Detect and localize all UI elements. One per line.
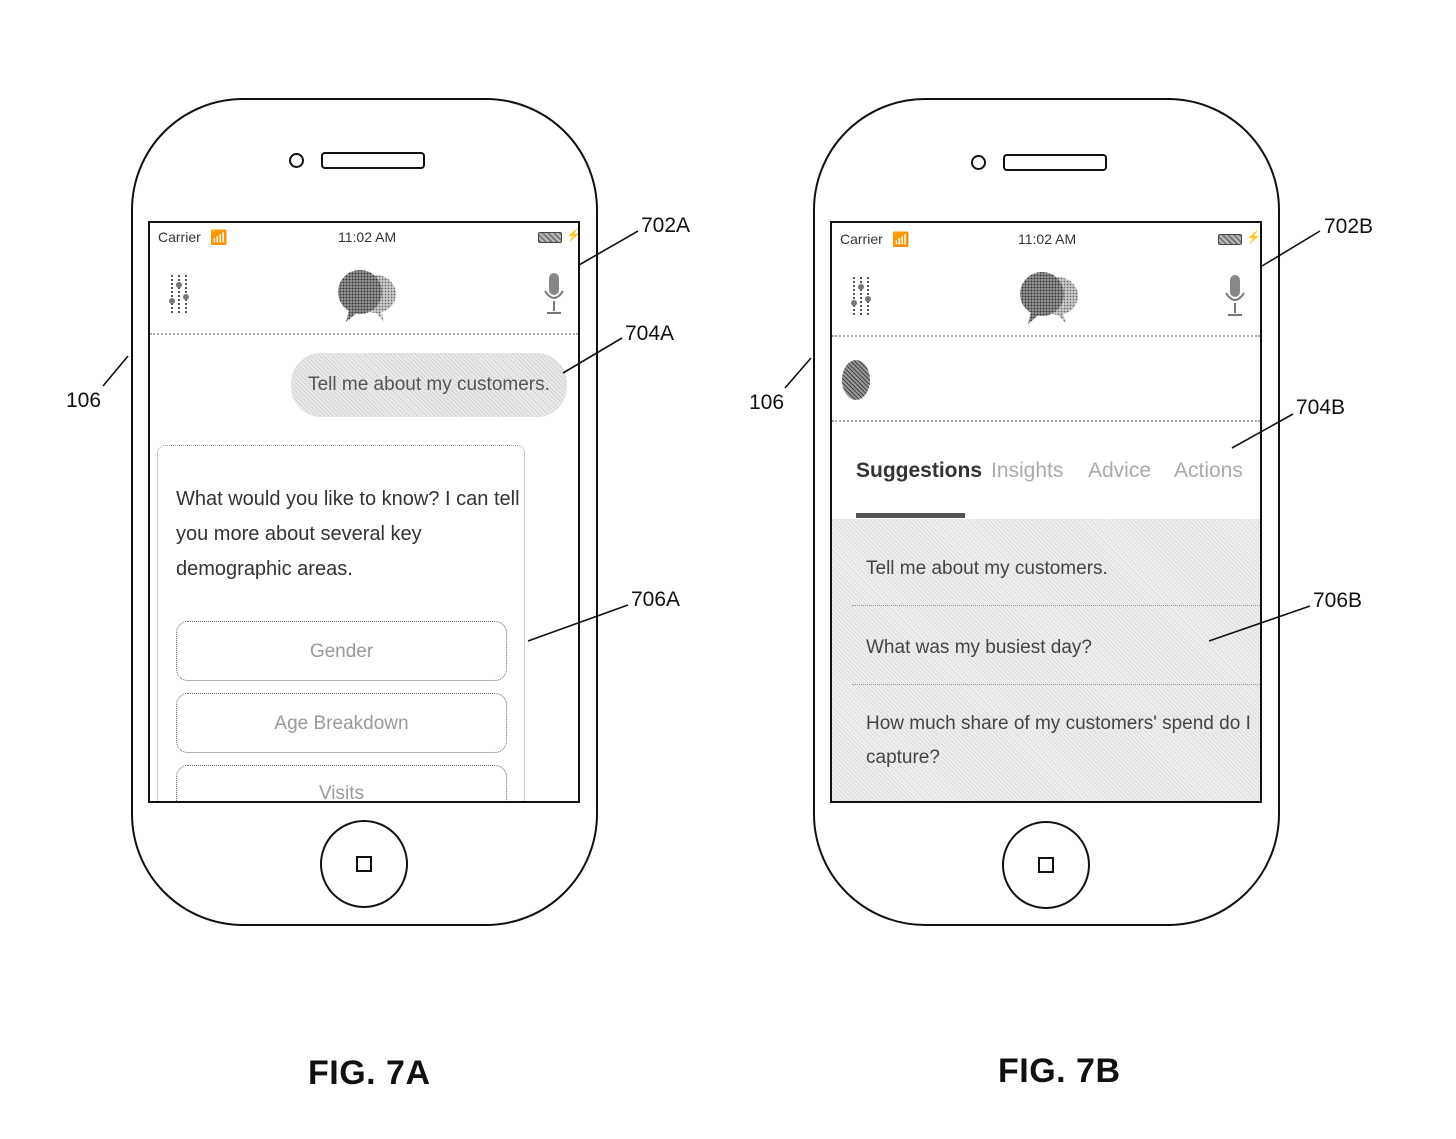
suggestion-divider xyxy=(852,684,1260,685)
charging-icon: ⚡ xyxy=(566,228,580,242)
response-line: What would you like to know? I can tell xyxy=(176,488,520,510)
wifi-icon: 📶 xyxy=(892,231,910,247)
home-button[interactable] xyxy=(320,820,408,908)
microphone-icon[interactable] xyxy=(542,271,566,317)
front-camera xyxy=(289,153,304,168)
suggestion-item[interactable]: What was my busiest day? xyxy=(866,637,1092,658)
leader-line xyxy=(578,230,639,266)
suggestion-item[interactable]: How much share of my customers' spend do… xyxy=(866,707,1260,775)
ref-label-device: 106 xyxy=(66,389,102,412)
ref-label-screen: 702A xyxy=(641,214,691,237)
front-camera xyxy=(971,155,986,170)
screen-7b: Carrier 📶 11:02 AM ⚡ Suggestions Insight… xyxy=(830,221,1262,803)
suggestion-item[interactable]: Tell me about my customers. xyxy=(866,558,1108,579)
app-logo-icon xyxy=(1020,272,1078,324)
header-divider xyxy=(150,333,578,335)
message-divider xyxy=(832,420,1260,422)
status-time: 11:02 AM xyxy=(338,229,397,245)
response-text: What would you like to know? I can tell … xyxy=(176,482,521,587)
home-button-icon xyxy=(356,856,372,872)
header-divider xyxy=(832,335,1260,337)
response-line: you more about several key xyxy=(176,523,422,545)
microphone-icon[interactable] xyxy=(1223,273,1247,319)
leader-line xyxy=(1208,605,1311,642)
suggestion-line: capture? xyxy=(866,747,940,768)
tab-advice[interactable]: Advice xyxy=(1088,459,1152,482)
tab-insights[interactable]: Insights xyxy=(991,459,1064,482)
battery-icon xyxy=(538,232,562,243)
app-logo-icon xyxy=(338,270,396,322)
ref-label-device: 106 xyxy=(749,391,785,414)
settings-sliders-icon[interactable] xyxy=(166,273,192,315)
response-card: What would you like to know? I can tell … xyxy=(157,445,525,801)
option-button-gender[interactable]: Gender xyxy=(176,621,507,681)
leader-line xyxy=(1261,230,1321,267)
user-message-bubble: Tell me about my customers. xyxy=(291,353,567,417)
screen-7a: Carrier 📶 11:02 AM ⚡ Tell me about my cu… xyxy=(148,221,580,803)
status-carrier: Carrier xyxy=(840,231,883,247)
figure-caption-7b: FIG. 7B xyxy=(998,1052,1121,1090)
earpiece-speaker xyxy=(1003,154,1107,171)
wifi-icon: 📶 xyxy=(210,229,228,245)
leader-line xyxy=(102,355,129,387)
option-button-visits[interactable]: Visits xyxy=(176,765,507,801)
leader-line xyxy=(562,337,623,374)
ref-label-tabs: 704B xyxy=(1296,396,1346,419)
home-button[interactable] xyxy=(1002,821,1090,909)
option-button-age[interactable]: Age Breakdown xyxy=(176,693,507,753)
ref-label-card: 706A xyxy=(631,588,681,611)
active-tab-indicator xyxy=(856,513,965,518)
charging-icon: ⚡ xyxy=(1246,230,1261,244)
ref-label-screen: 702B xyxy=(1324,215,1374,238)
leader-line xyxy=(1231,413,1294,449)
leader-line xyxy=(784,357,812,389)
figure-caption-7a: FIG. 7A xyxy=(308,1054,431,1092)
tab-actions[interactable]: Actions xyxy=(1174,459,1243,482)
ref-label-message: 704A xyxy=(625,322,675,345)
earpiece-speaker xyxy=(321,152,425,169)
assistant-avatar-icon xyxy=(842,360,870,400)
suggestion-line: How much share of my customers' spend do… xyxy=(866,713,1251,734)
status-carrier: Carrier xyxy=(158,229,201,245)
suggestions-list: Tell me about my customers. What was my … xyxy=(832,519,1260,801)
home-button-icon xyxy=(1038,857,1054,873)
response-line: demographic areas. xyxy=(176,558,353,580)
status-time: 11:02 AM xyxy=(1018,231,1077,247)
settings-sliders-icon[interactable] xyxy=(848,275,874,317)
battery-icon xyxy=(1218,234,1242,245)
tab-suggestions[interactable]: Suggestions xyxy=(856,459,983,482)
leader-line xyxy=(527,604,629,642)
suggestion-divider xyxy=(852,605,1260,606)
ref-label-suggestions: 706B xyxy=(1313,589,1363,612)
